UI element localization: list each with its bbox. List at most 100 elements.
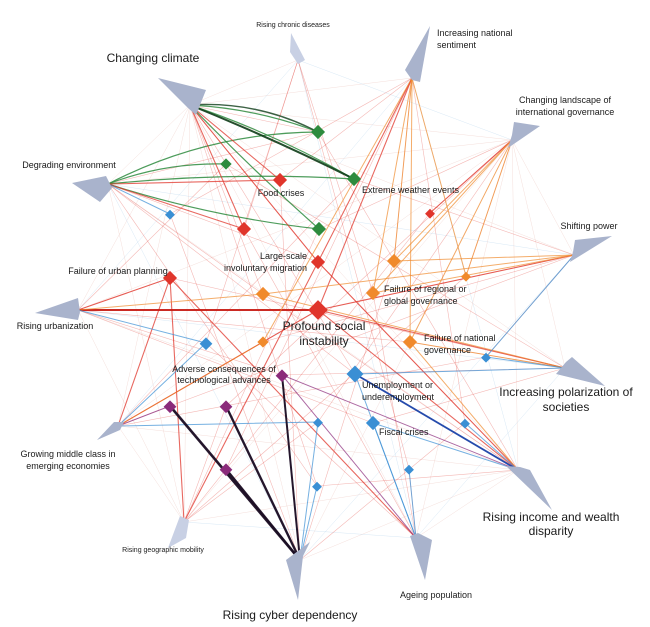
connection-line	[262, 77, 413, 343]
risk-node-geo-1[interactable]	[386, 253, 402, 269]
connection-line	[189, 104, 301, 561]
risk-node-econ-7[interactable]	[460, 418, 470, 429]
trend-node-increasing-polarization-societies[interactable]	[556, 357, 605, 386]
connection-line	[317, 261, 519, 471]
connection-line	[189, 104, 245, 230]
connection-curve	[189, 104, 319, 133]
risk-node-geo-5[interactable]	[257, 336, 269, 348]
risk-node-unemployment-underemployment[interactable]	[346, 365, 364, 383]
connection-line	[107, 104, 191, 185]
connection-line	[189, 104, 575, 256]
risk-node-tech-2[interactable]	[163, 400, 177, 414]
connection-line	[169, 254, 575, 407]
risk-node-env-2[interactable]	[220, 158, 232, 170]
risk-node-adverse-consequences-technological-advances[interactable]	[275, 369, 289, 383]
trend-label-rising-chronic-diseases: Rising chronic diseases	[256, 22, 330, 29]
trend-node-rising-income-wealth-disparity[interactable]	[506, 466, 552, 510]
connection-line	[354, 373, 417, 539]
connection-line	[189, 104, 319, 263]
risk-node-econ-2[interactable]	[199, 337, 213, 351]
connection-line	[107, 183, 319, 263]
risk-node-extreme-weather-events[interactable]	[346, 171, 362, 187]
connection-line	[189, 104, 356, 375]
connection-line	[117, 178, 355, 427]
connection-line	[169, 277, 417, 539]
connection-line	[511, 139, 519, 471]
nodes-layer	[35, 26, 612, 600]
connection-line	[317, 77, 413, 263]
connection-line	[107, 183, 318, 487]
connection-line	[189, 77, 413, 106]
risk-node-societal-6[interactable]	[425, 208, 435, 219]
risk-node-fiscal-crises[interactable]	[365, 415, 381, 431]
risk-node-profound-social-instability[interactable]	[308, 300, 328, 320]
trend-node-degrading-environment[interactable]	[72, 176, 112, 202]
trend-node-growing-middle-class[interactable]	[97, 422, 124, 440]
risk-node-econ-8[interactable]	[404, 464, 414, 475]
connection-line	[77, 309, 519, 471]
trend-node-changing-landscape-international-governance[interactable]	[508, 122, 540, 148]
connection-line	[262, 293, 519, 471]
connection-line	[317, 309, 519, 471]
risk-node-tech-4[interactable]	[219, 463, 233, 477]
connection-line	[511, 139, 575, 256]
trend-node-rising-chronic-diseases[interactable]	[290, 33, 305, 64]
connection-line	[117, 342, 207, 427]
connection-line	[205, 59, 299, 344]
connection-line	[281, 374, 519, 471]
risk-node-econ-6[interactable]	[313, 417, 323, 428]
connection-line	[189, 104, 519, 471]
connection-line	[183, 421, 319, 523]
risk-node-failure-regional-global-governance[interactable]	[365, 285, 381, 301]
trend-node-rising-geographic-mobility[interactable]	[168, 516, 189, 548]
connection-line	[205, 342, 417, 539]
connection-line	[107, 183, 171, 215]
connection-line	[429, 139, 513, 214]
connection-line	[107, 183, 264, 295]
risk-node-econ-1[interactable]	[165, 209, 175, 220]
trend-node-shifting-power[interactable]	[570, 236, 612, 262]
connection-line	[224, 467, 302, 562]
trend-node-increasing-national-sentiment[interactable]	[405, 26, 430, 82]
trend-node-rising-cyber-dependency[interactable]	[286, 542, 310, 600]
trend-node-changing-climate[interactable]	[158, 78, 206, 115]
risk-label-failure-urban-planning: Failure of urban planning	[68, 266, 168, 276]
risk-node-failure-urban-planning[interactable]	[162, 270, 178, 286]
connection-line	[511, 139, 566, 369]
trend-node-rising-urbanization[interactable]	[35, 298, 80, 320]
risk-node-econ-5[interactable]	[481, 352, 491, 363]
connection-line	[372, 77, 413, 294]
connection-line	[297, 59, 374, 294]
risk-node-econ-9[interactable]	[312, 481, 322, 492]
risk-node-societal-2[interactable]	[236, 221, 252, 237]
trend-label-rising-geographic-mobility: Rising geographic mobility	[122, 547, 204, 554]
connection-line	[107, 183, 185, 523]
connection-line	[243, 59, 299, 230]
connection-line	[77, 309, 283, 376]
connection-line	[77, 293, 264, 311]
trend-node-ageing-population[interactable]	[410, 533, 432, 580]
risk-label-fiscal-crises: Fiscal crises	[379, 427, 429, 437]
connection-line	[77, 139, 513, 311]
risk-node-food-crises[interactable]	[272, 172, 288, 188]
connection-line	[372, 139, 513, 294]
risk-node-failure-national-governance[interactable]	[402, 334, 418, 350]
risk-node-tech-3[interactable]	[219, 400, 233, 414]
connection-line	[117, 277, 171, 427]
risk-node-env-1[interactable]	[310, 124, 326, 140]
risk-node-geo-3[interactable]	[255, 286, 271, 302]
connection-line	[297, 59, 417, 539]
connection-line	[107, 183, 245, 230]
risk-node-env-4[interactable]	[311, 221, 327, 237]
risk-node-large-scale-involuntary-migration[interactable]	[310, 254, 326, 270]
risk-node-geo-6[interactable]	[461, 271, 471, 282]
connection-line	[117, 425, 519, 471]
connection-line	[117, 425, 185, 523]
